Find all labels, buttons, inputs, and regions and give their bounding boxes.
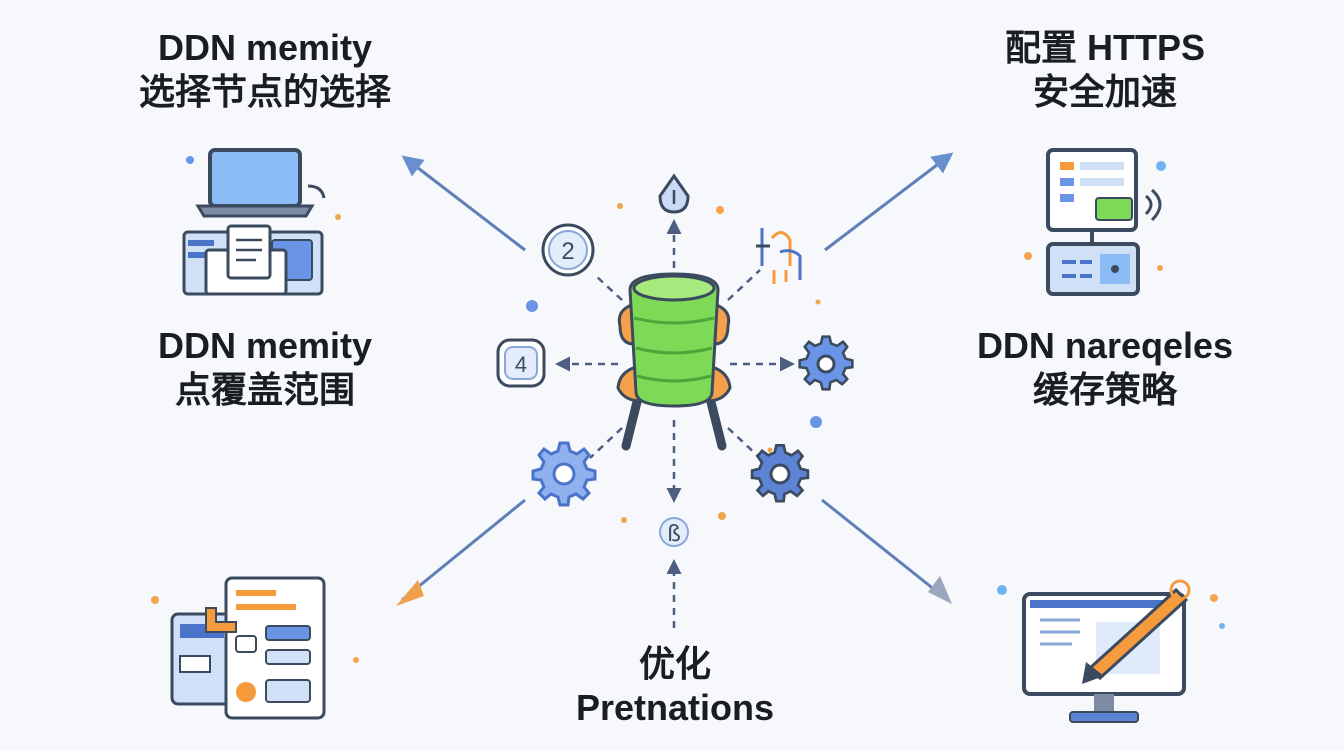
bottom-glyph-badge — [659, 517, 689, 547]
gear-icon-right — [798, 335, 854, 391]
label-top-left-line2: 选择节点的选择 — [138, 71, 391, 112]
label-bottom-line1: 优化 — [638, 643, 711, 684]
label-mid-right: DDN nareqeles 缓存策略 — [935, 324, 1275, 412]
label-mid-left-line1: DDN memity — [157, 325, 373, 366]
label-mid-right-line2: 缓存策略 — [1032, 369, 1177, 410]
arrow-to-bottom-left — [401, 498, 526, 602]
step-badge-2 — [541, 223, 595, 277]
dashed-arrow-upleft — [595, 275, 623, 301]
step-badge-4 — [496, 338, 546, 388]
gear-icon-lower-left — [531, 441, 597, 507]
label-top-right: 配置 HTTPS 安全加速 — [935, 26, 1275, 114]
label-mid-left-line2: 点覆盖范围 — [174, 369, 355, 410]
arrow-to-top-left — [401, 155, 526, 252]
label-top-right-line1: 配置 HTTPS — [1004, 27, 1205, 68]
label-mid-right-line1: DDN nareqeles — [976, 325, 1234, 366]
drop-icon — [658, 173, 690, 214]
label-bottom-line2: Pretnations — [575, 687, 775, 728]
server-illustration — [1046, 148, 1162, 296]
arrowhead-bottom-left — [396, 580, 424, 606]
arrowhead-bottom-right — [928, 576, 952, 604]
label-mid-left: DDN memity 点覆盖范围 — [95, 324, 435, 412]
label-top-left: DDN memity 选择节点的选择 — [95, 26, 435, 114]
decorative-dots — [151, 156, 1225, 663]
label-top-right-line2: 安全加速 — [1032, 71, 1177, 112]
step-badge-4-label: 4 — [515, 352, 527, 377]
label-bottom: 优化 Pretnations — [530, 642, 820, 730]
monitor-illustration — [1022, 579, 1191, 723]
diagonal-arrows — [401, 152, 954, 602]
dashed-arrow-downright — [727, 427, 761, 459]
arrow-to-top-right — [824, 152, 954, 252]
documents-illustration — [170, 576, 326, 720]
label-top-left-line1: DDN memity — [157, 27, 373, 68]
dashed-arrow-downleft — [589, 427, 623, 459]
dashed-arrows — [555, 219, 795, 503]
arrow-to-bottom-right — [821, 498, 946, 600]
laptop-illustration — [182, 148, 326, 296]
dashed-arrow-upright — [727, 269, 761, 301]
connector-plug-icon — [756, 228, 802, 284]
step-badge-2-label: 2 — [561, 238, 574, 265]
central-node-icon — [616, 272, 732, 451]
gear-icon-lower-right — [750, 444, 810, 503]
bottom-glyph-label: ß — [667, 522, 681, 547]
